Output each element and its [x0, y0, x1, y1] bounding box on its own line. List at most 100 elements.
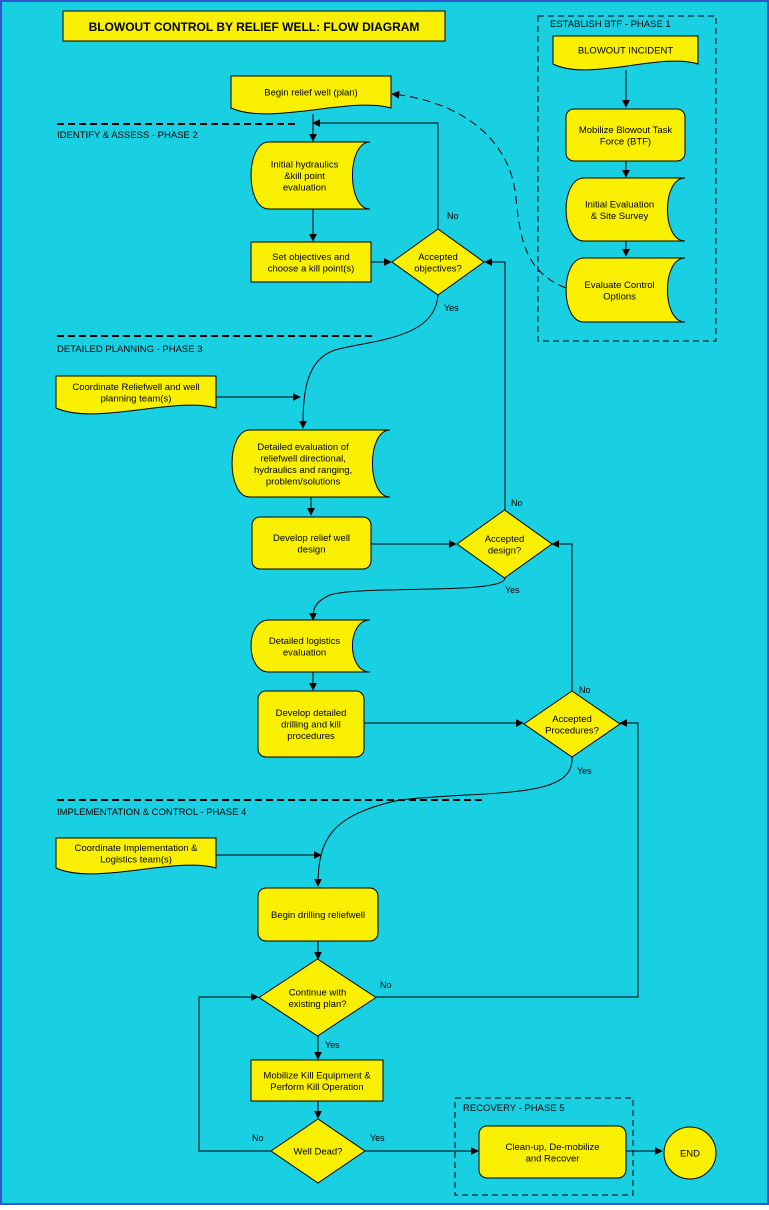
edge-welldead-no-loop [198, 993, 271, 1152]
node-coordinate-implementation-text: Coordinate Implementation & [74, 843, 198, 854]
edge-objectives-no-loop [312, 119, 439, 229]
node-blowout-incident-shape [552, 35, 699, 71]
node-accepted-objectives-text: Accepted [418, 252, 458, 263]
node-mobilize-btf-text: Mobilize Blowout Task [579, 125, 673, 136]
node-begin-drilling: Begin drilling reliefwell [257, 887, 379, 942]
label-yes-procedures: Yes [577, 766, 592, 776]
node-detailed-evaluation-shape [231, 429, 391, 498]
edge-procedures-no-loop [551, 540, 573, 691]
node-end-text: END [680, 1149, 700, 1160]
node-detailed-logistics-text: Detailed logistics [269, 636, 341, 647]
node-end-shape [663, 1126, 717, 1180]
diagram-title-text: BLOWOUT CONTROL BY RELIEF WELL: FLOW DIA… [89, 20, 420, 34]
node-accepted-design-text: Accepted [485, 534, 525, 545]
node-set-objectives-text: choose a kill point(s) [268, 263, 355, 274]
node-mobilize-btf-shape [565, 108, 686, 162]
node-coordinate-planning-text: planning team(s) [101, 393, 172, 404]
node-continue-plan-text: existing plan? [288, 999, 346, 1010]
label-yes-continue: Yes [325, 1040, 340, 1050]
edge-design-no-loop [484, 258, 506, 510]
phase-1-container [537, 15, 717, 342]
phase-2-label: IDENTIFY & ASSESS - PHASE 2 [57, 130, 198, 141]
node-initial-evaluation-text: & Site Survey [591, 211, 649, 222]
node-mobilize-kill-text: Perform Kill Operation [270, 1082, 363, 1093]
node-detailed-evaluation-text: Detailed evaluation of [257, 442, 349, 453]
node-mobilize-kill-text: Mobilize Kill Equipment & [263, 1070, 371, 1081]
node-blowout-incident: BLOWOUT INCIDENT [552, 35, 699, 71]
node-begin-relief-plan: Begin relief well (plan) [230, 75, 392, 115]
node-initial-evaluation: Initial Evaluation& Site Survey [565, 177, 686, 242]
node-begin-drilling-text: Begin drilling reliefwell [271, 910, 365, 921]
node-set-objectives-text: Set objectives and [272, 252, 350, 263]
node-well-dead-text: Well Dead? [294, 1147, 343, 1158]
node-well-dead-shape [270, 1118, 366, 1184]
node-accepted-procedures-text: Accepted [552, 714, 592, 725]
node-coordinate-implementation: Coordinate Implementation &Logistics tea… [55, 837, 217, 875]
node-accepted-procedures-shape [523, 690, 621, 758]
label-yes-objectives: Yes [444, 303, 459, 313]
node-evaluate-control-text: Evaluate Control [584, 280, 654, 291]
label-no-continue: No [380, 980, 392, 990]
edge-procedures-yes [314, 756, 573, 887]
label-yes-welldead: Yes [370, 1133, 385, 1143]
label-no-welldead: No [252, 1133, 264, 1143]
node-initial-hydraulics-shape [250, 141, 371, 210]
node-detailed-logistics-text: evaluation [283, 647, 326, 658]
label-no-procedures: No [579, 685, 591, 695]
node-cleanup-text: and Recover [526, 1153, 580, 1164]
node-coordinate-planning-text: Coordinate Reliefwell and well [72, 382, 199, 393]
node-develop-procedures-text: drilling and kill [281, 720, 341, 731]
phase-5-label: RECOVERY - PHASE 5 [463, 1103, 565, 1114]
node-detailed-evaluation-text: hydraulics and ranging, [254, 465, 352, 476]
node-mobilize-btf-text: Force (BTF) [600, 136, 651, 147]
edge-design-yes [308, 577, 506, 621]
label-yes-design: Yes [505, 585, 520, 595]
node-begin-relief-plan-text: Begin relief well (plan) [264, 88, 357, 99]
node-evaluate-control-shape [565, 257, 686, 323]
node-accepted-design-shape [456, 509, 553, 579]
node-evaluate-control-text: Options [603, 291, 636, 302]
node-initial-hydraulics-text: &kill point [284, 171, 325, 182]
node-develop-procedures-text: procedures [287, 731, 335, 742]
node-coordinate-implementation-text: Logistics team(s) [100, 854, 172, 865]
node-accepted-objectives-shape [391, 228, 485, 296]
node-well-dead: Well Dead? [270, 1118, 366, 1184]
node-develop-design-text: Develop relief well [273, 533, 350, 544]
node-begin-drilling-shape [257, 887, 379, 942]
phase-3-label: DETAILED PLANNING - PHASE 3 [57, 344, 203, 355]
node-coordinate-implementation-shape [55, 837, 217, 875]
node-detailed-evaluation-text: reliefwell directional, [260, 453, 346, 464]
label-no-design: No [511, 498, 523, 508]
edge-objectives-yes [299, 294, 439, 429]
node-accepted-procedures-text: Procedures? [545, 725, 599, 736]
node-accepted-design-text: design? [488, 545, 521, 556]
node-develop-procedures-text: Develop detailed [276, 708, 347, 719]
edge-continue-no-loop [376, 719, 639, 998]
node-develop-design-shape [251, 516, 372, 570]
node-develop-procedures-shape [257, 690, 365, 758]
node-cleanup-shape [478, 1125, 627, 1179]
label-no-objectives: No [447, 211, 459, 221]
node-begin-relief-plan-shape [230, 75, 392, 115]
node-mobilize-kill-shape [250, 1059, 384, 1102]
node-set-objectives-shape [250, 241, 372, 283]
node-develop-design-text: design [298, 544, 326, 555]
node-coordinate-planning-shape [55, 375, 217, 415]
node-accepted-objectives-text: objectives? [414, 263, 462, 274]
phase-1-label: ESTABLISH BTF - PHASE 1 [550, 19, 671, 30]
connectors [198, 70, 663, 1155]
diagram-title: BLOWOUT CONTROL BY RELIEF WELL: FLOW DIA… [62, 10, 446, 42]
edge-options-to-begin-relief [391, 90, 567, 289]
